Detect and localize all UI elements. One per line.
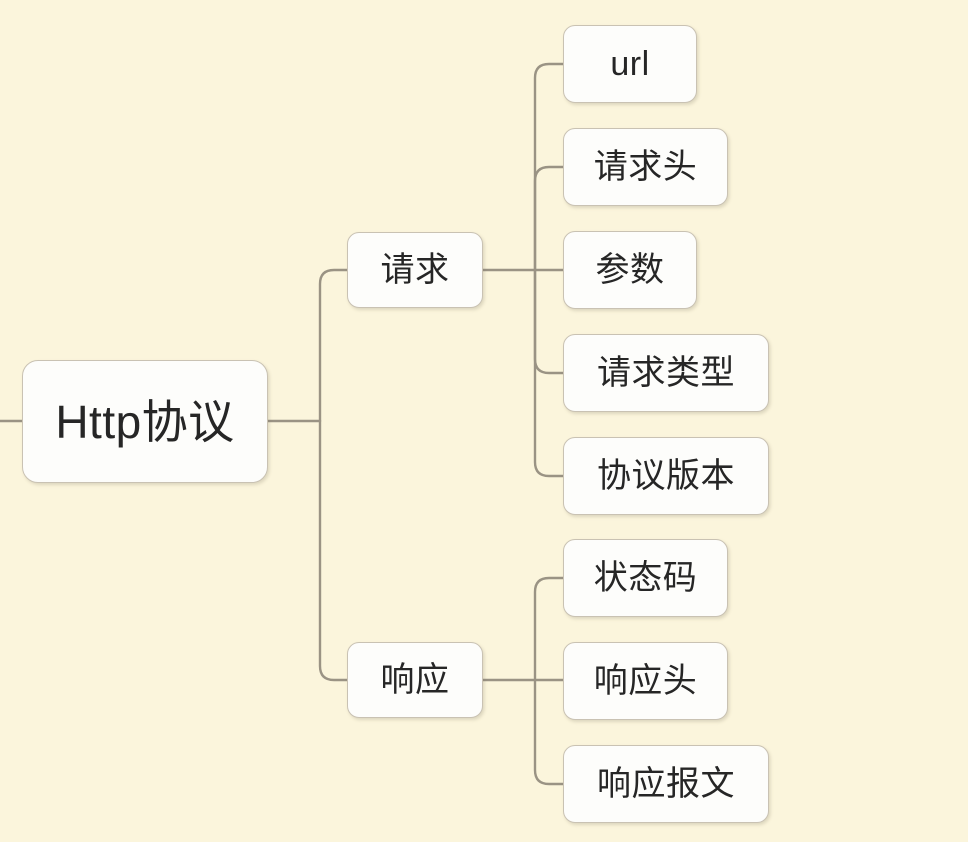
connector-spine-to-response — [318, 419, 349, 682]
leaf-node-request-type[interactable]: 请求类型 — [563, 334, 769, 412]
leaf-node-request-head-label: 请求头 — [593, 148, 698, 186]
connector-request-protocol-version — [533, 268, 565, 478]
connector-request-url — [533, 62, 565, 272]
leaf-node-params-label: 参数 — [595, 251, 665, 289]
leaf-node-request-head[interactable]: 请求头 — [563, 128, 728, 206]
branch-node-response[interactable]: 响应 — [347, 642, 483, 718]
branch-node-response-label: 响应 — [380, 661, 450, 699]
leaf-node-response-head[interactable]: 响应头 — [563, 642, 728, 720]
leaf-node-protocol-version[interactable]: 协议版本 — [563, 437, 769, 515]
connector-request-type — [533, 268, 565, 375]
root-node[interactable]: Http协议 — [22, 360, 268, 483]
connector-spine-to-request — [318, 268, 349, 423]
leaf-node-response-body-label: 响应报文 — [597, 765, 735, 803]
root-node-label: Http协议 — [55, 395, 235, 448]
leaf-node-response-body[interactable]: 响应报文 — [563, 745, 769, 823]
branch-node-request-label: 请求 — [380, 251, 450, 289]
branch-node-request[interactable]: 请求 — [347, 232, 483, 308]
connector-response-status-code — [533, 576, 565, 682]
leaf-node-status-code-label: 状态码 — [593, 559, 698, 597]
leaf-node-url-label: url — [610, 45, 650, 83]
leaf-node-request-type-label: 请求类型 — [597, 354, 735, 392]
connector-request-head — [533, 165, 565, 272]
leaf-node-response-head-label: 响应头 — [593, 662, 698, 700]
connector-response-body — [533, 678, 565, 786]
leaf-node-status-code[interactable]: 状态码 — [563, 539, 728, 617]
leaf-node-params[interactable]: 参数 — [563, 231, 697, 309]
leaf-node-protocol-version-label: 协议版本 — [597, 457, 735, 495]
leaf-node-url[interactable]: url — [563, 25, 697, 103]
